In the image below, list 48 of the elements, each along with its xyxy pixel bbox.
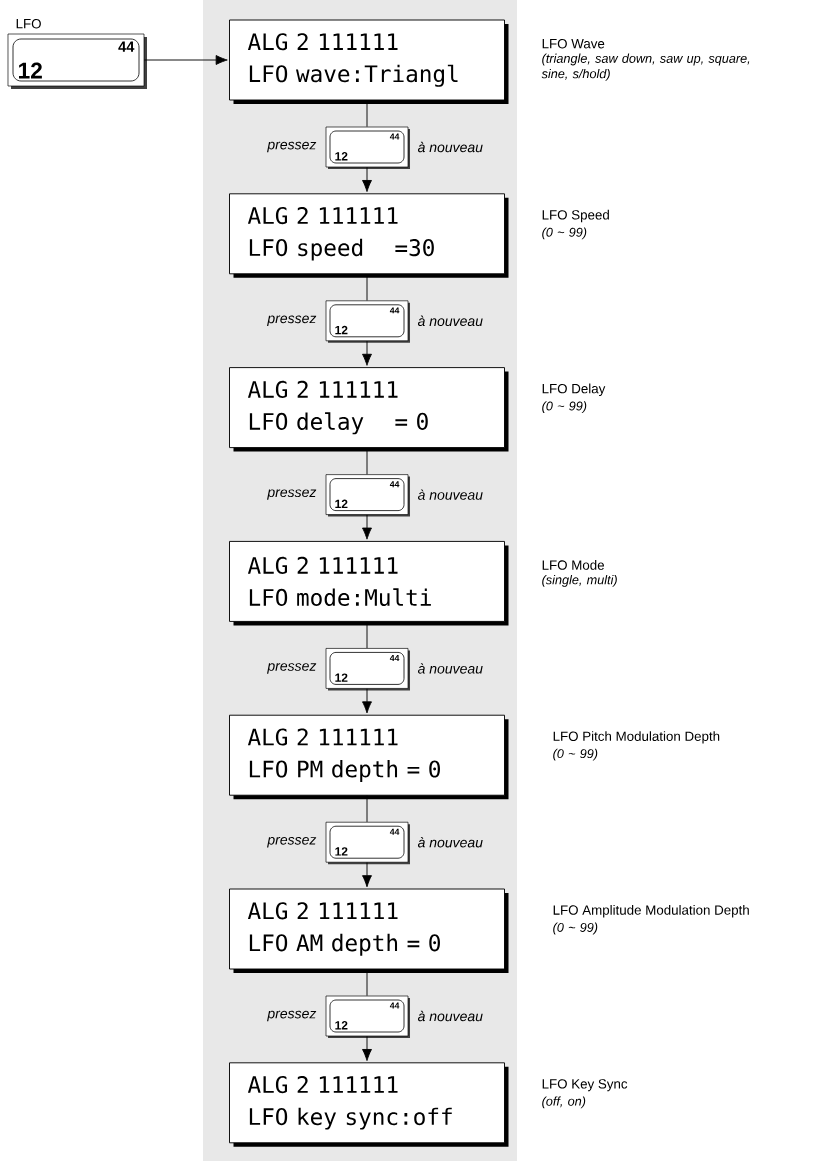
arrow	[362, 514, 372, 540]
parameter-name: LFO Key Sync	[542, 1079, 628, 1092]
instruction-text: à nouveau	[417, 837, 483, 848]
key-button: 12 44	[325, 474, 410, 517]
instruction-text: pressez	[267, 141, 317, 153]
instruction-text: à nouveau	[417, 141, 483, 153]
value-range: (0 ~ 99)	[542, 401, 587, 413]
key-button: 12 44	[325, 300, 410, 343]
instruction-text: pressez	[267, 663, 317, 674]
instruction-text: à nouveau	[417, 1010, 483, 1022]
lcd-screen: ALG 2 111111 LFO mode:Multi	[229, 540, 509, 626]
arrow	[362, 688, 372, 714]
arrow	[362, 166, 372, 192]
instruction-text: pressez	[267, 1010, 317, 1022]
parameter-name: LFO Amplitude Modulation Depth	[553, 905, 749, 918]
instruction-text: à nouveau	[417, 315, 483, 327]
instruction-text: pressez	[267, 837, 317, 848]
key-button: 12 44	[325, 648, 410, 691]
arrow	[362, 1035, 372, 1061]
instruction-text: à nouveau	[417, 663, 483, 674]
value-range: (triangle, saw down, saw up, square, sine, s/hold)	[541, 53, 750, 81]
value-range: (0 ~ 99)	[542, 227, 587, 240]
instruction-text: pressez	[267, 315, 317, 327]
key-label: LFO	[16, 18, 41, 29]
value-range: (single, multi)	[542, 575, 617, 587]
value-range: (0 ~ 99)	[553, 748, 598, 761]
arrow	[362, 340, 372, 366]
key-button: 12 44	[325, 995, 410, 1038]
lcd-screen: ALG 2 111111 LFO speed =30	[229, 193, 509, 278]
lcd-screen: ALG 2 111111 LFO AM depth = 0	[229, 888, 509, 973]
value-range: (off, on)	[542, 1096, 586, 1109]
value-range: (0 ~ 99)	[553, 922, 598, 935]
lcd-screen: ALG 2 111111 LFO PM depth = 0	[229, 714, 509, 800]
arrow	[362, 862, 372, 888]
parameter-name: LFO Pitch Modulation Depth	[553, 731, 720, 744]
arrow	[143, 55, 228, 65]
lcd-screen: ALG 2 111111 LFO key sync:off	[229, 1062, 509, 1147]
instruction-text: à nouveau	[417, 489, 483, 500]
key-button: 12 44	[325, 126, 410, 169]
instruction-text: pressez	[267, 489, 317, 500]
parameter-name: LFO Speed	[542, 209, 609, 223]
parameter-name: LFO Delay	[542, 383, 606, 396]
parameter-name: LFO Wave	[542, 38, 605, 49]
parameter-name: LFO Mode	[542, 560, 604, 570]
lcd-screen: ALG 2 111111 LFO delay = 0	[229, 367, 509, 452]
key-button: 12 44	[7, 33, 147, 89]
key-button: 12 44	[325, 821, 410, 865]
lcd-screen: ALG 2 111111 LFO wave:Triangl	[229, 19, 509, 104]
